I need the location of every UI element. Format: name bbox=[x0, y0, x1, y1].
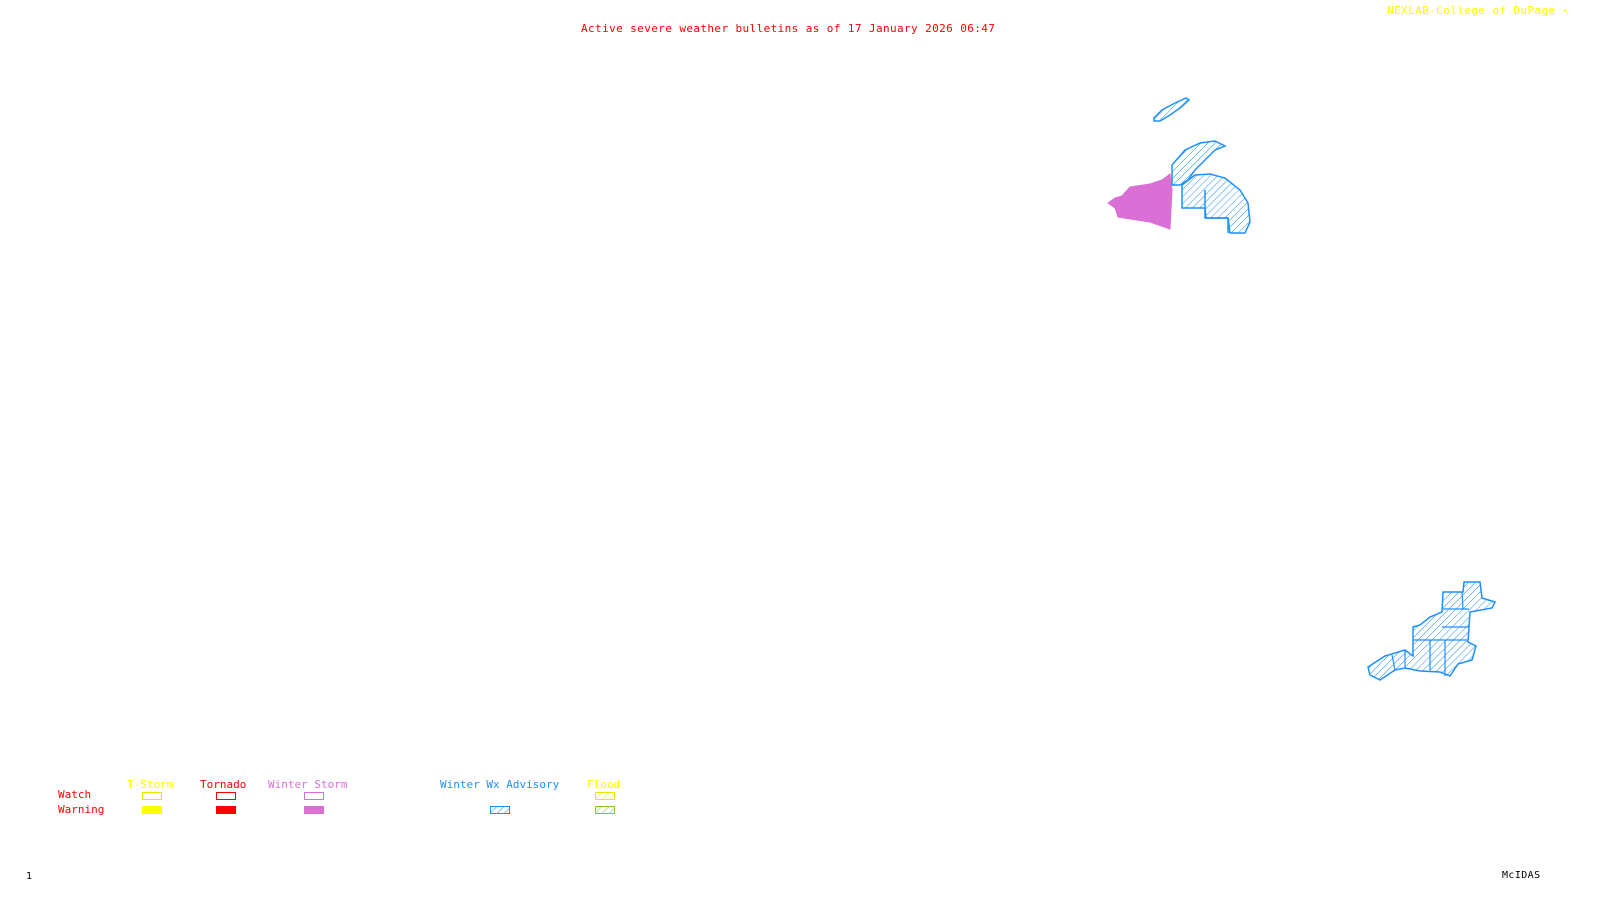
legend-col-tstorm: T-Storm bbox=[127, 778, 174, 791]
cursor-arrow-icon: ↖ bbox=[1562, 4, 1570, 17]
advisory-area-upper-michigan bbox=[1171, 140, 1251, 234]
legend-col-winter-storm: Winter Storm bbox=[268, 778, 348, 791]
legend-col-tornado: Tornado bbox=[200, 778, 247, 791]
legend-row-watch: Watch bbox=[58, 788, 92, 801]
flood-watch-swatch bbox=[595, 792, 615, 800]
winter-storm-warning-swatch bbox=[304, 806, 324, 814]
advisory-area-isle-royale bbox=[1153, 97, 1191, 122]
tornado-watch-swatch bbox=[216, 792, 236, 800]
tstorm-watch-swatch bbox=[142, 792, 162, 800]
credit-text: NEXLAB-College of DuPage bbox=[1387, 4, 1556, 17]
winter-wx-advisory-swatch bbox=[490, 806, 510, 814]
advisory-area-appalachians bbox=[1367, 581, 1497, 681]
winter-storm-watch-swatch bbox=[304, 792, 324, 800]
frame-number: 1 bbox=[26, 871, 33, 882]
tornado-warning-swatch bbox=[216, 806, 236, 814]
legend-row-warning: Warning bbox=[58, 803, 105, 816]
flood-warning-swatch bbox=[595, 806, 615, 814]
winter-storm-warning-area bbox=[1107, 173, 1173, 230]
legend-col-winter-wx-advisory: Winter Wx Advisory bbox=[440, 778, 560, 791]
software-label: McIDAS bbox=[1502, 870, 1541, 881]
legend-col-flood: Flood bbox=[587, 778, 621, 791]
tstorm-warning-swatch bbox=[142, 806, 162, 814]
bulletin-title: Active severe weather bulletins as of 17… bbox=[581, 22, 996, 35]
credit-label: NEXLAB-College of DuPage ↖ bbox=[1387, 5, 1570, 17]
